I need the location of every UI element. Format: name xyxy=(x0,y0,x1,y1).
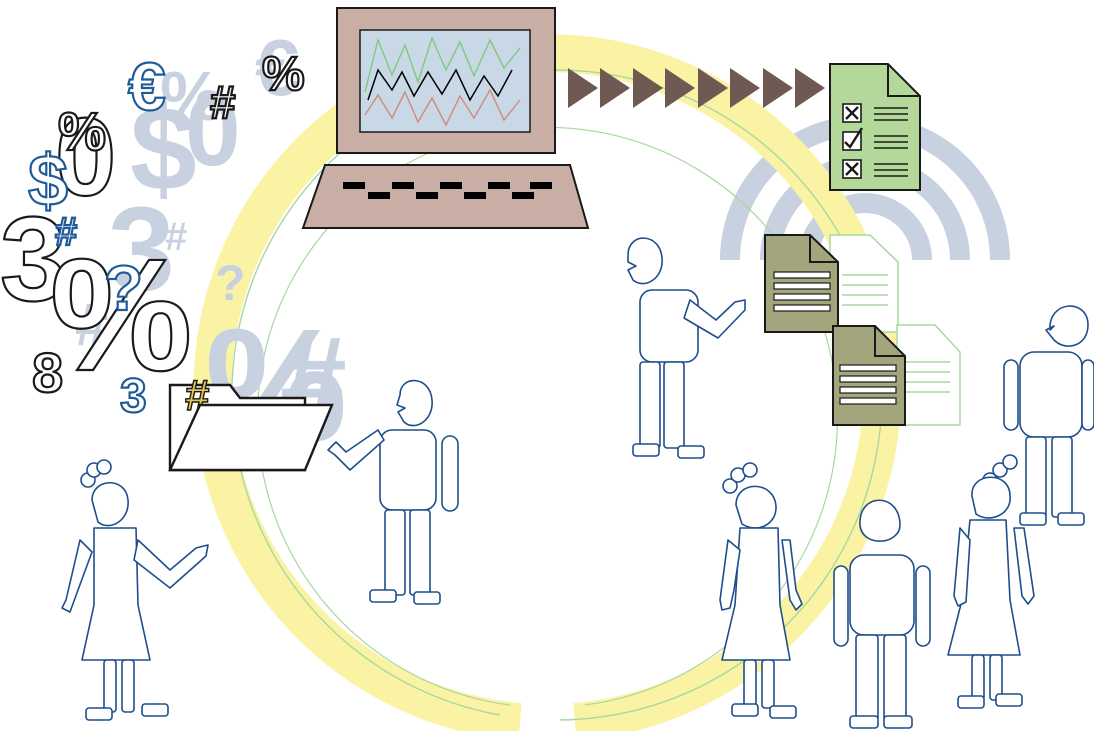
ghost-three: 3 xyxy=(108,182,175,316)
person-woman-right xyxy=(947,454,1035,709)
outlined-symbols: % # 0 % 3 % 8 xyxy=(0,47,306,405)
eight-symbol: 8 xyxy=(32,341,63,404)
person-woman-middle xyxy=(719,462,803,719)
question-symbol: ? xyxy=(104,252,143,324)
person-presenting-left xyxy=(327,379,459,605)
ghost-zero: 0 xyxy=(185,75,241,187)
person-man-right xyxy=(1003,305,1094,526)
arrows xyxy=(568,68,825,108)
three-symbol-blue: 3 xyxy=(120,370,147,423)
document-icon xyxy=(764,234,961,426)
ghost-percent: % xyxy=(160,57,222,135)
keyboard-icon xyxy=(301,164,590,229)
hash-symbol: # xyxy=(210,76,236,128)
hash-symbol-blue: # xyxy=(55,210,77,254)
euro-symbol: € xyxy=(128,49,166,125)
cycle-ring-inner xyxy=(231,69,883,721)
chart-icon xyxy=(364,36,521,127)
ghost-dollar: $ xyxy=(130,82,197,216)
ghost-hash-small: # xyxy=(165,215,187,259)
three-symbol: 3 xyxy=(0,192,67,326)
person-woman-left xyxy=(61,459,209,721)
computer-icon xyxy=(301,7,590,229)
percent-symbol-small: % xyxy=(58,102,106,162)
folder-icon: # xyxy=(168,370,334,472)
ghost-hash-left: # xyxy=(75,291,108,358)
percent-symbol-big: % xyxy=(50,225,192,404)
zero-symbol: 0 xyxy=(55,96,116,219)
blue-symbols: € $ # ? 3 xyxy=(27,48,167,424)
person-presenting-right xyxy=(627,237,746,459)
ghost-euro: € xyxy=(255,23,300,112)
ghost-question: ? xyxy=(215,255,246,311)
checklist-icon xyxy=(829,63,921,191)
percent-symbol: % xyxy=(262,48,305,101)
person-man-center xyxy=(833,499,931,729)
dollar-symbol: $ xyxy=(28,141,68,221)
